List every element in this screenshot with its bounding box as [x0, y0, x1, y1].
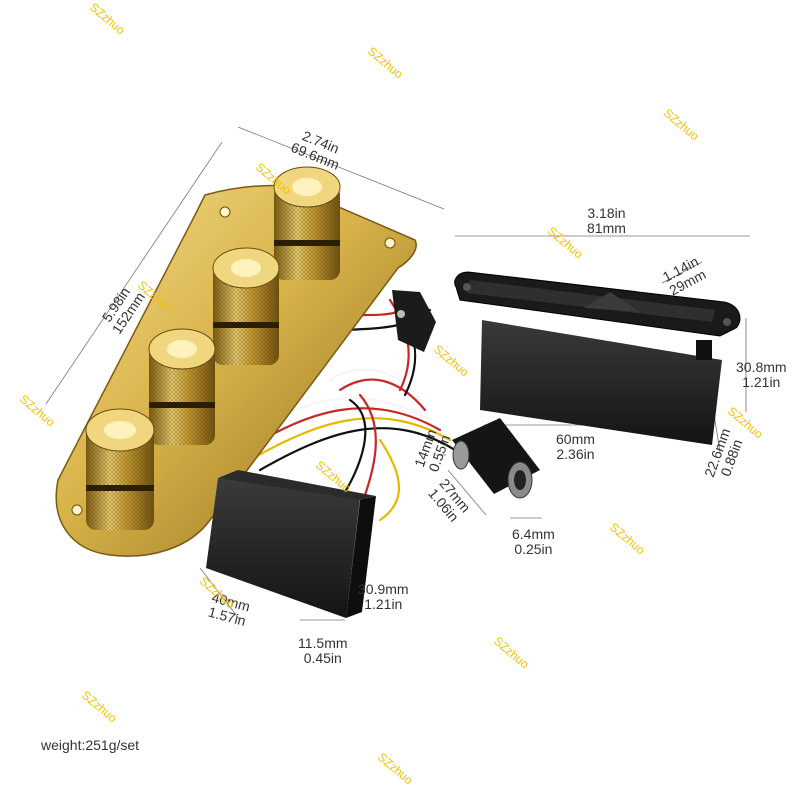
knob-4 [85, 408, 155, 530]
jack-hole-label: 6.4mm 0.25in [512, 527, 555, 557]
battery-box-length-mm: 81mm [587, 220, 626, 236]
preamp-height-mm: 30.9mm [358, 581, 409, 597]
output-jack [452, 418, 540, 499]
battery-box-length-inches: 3.18in [587, 205, 626, 221]
battery-box-body-mm: 60mm [556, 431, 595, 447]
battery-snap [392, 290, 436, 352]
knob-3 [148, 328, 216, 445]
knob-2 [212, 247, 280, 365]
battery-box [454, 271, 741, 445]
preamp-height-label: 30.9mm 1.21in [358, 582, 409, 612]
preamp-depth-inches: 0.45in [303, 650, 342, 666]
battery-box-length-label: 3.18in 81mm [587, 206, 626, 236]
knobs [85, 166, 341, 530]
battery-box-body-inches: 2.36in [556, 446, 595, 462]
preamp-module [206, 470, 376, 618]
battery-box-height-label: 30.8mm 1.21in [736, 360, 787, 390]
weight-label: weight:251g/set [41, 737, 140, 753]
jack-hole-mm: 6.4mm [512, 526, 555, 542]
battery-box-body-label: 60mm 2.36in [556, 432, 595, 462]
jack-hole-inches: 0.25in [514, 541, 553, 557]
battery-box-height-inches: 1.21in [742, 374, 781, 390]
knob-1 [273, 166, 341, 280]
preamp-depth-label: 11.5mm 0.45in [298, 636, 348, 666]
battery-box-height-mm: 30.8mm [736, 359, 787, 375]
preamp-height-inches: 1.21in [364, 596, 403, 612]
preamp-depth-mm: 11.5mm [298, 635, 348, 651]
